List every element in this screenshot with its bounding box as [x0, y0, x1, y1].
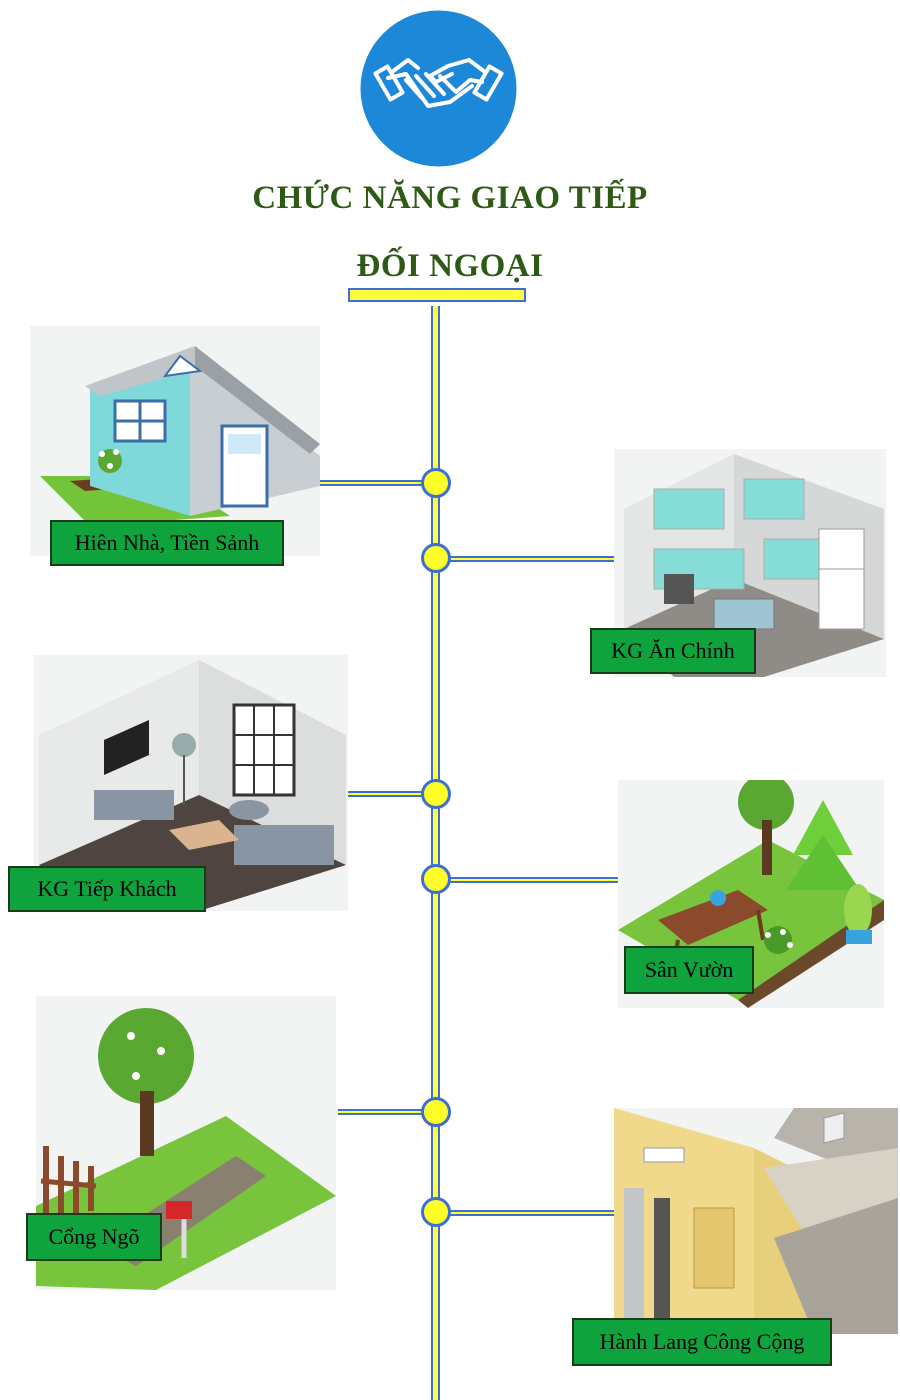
- connector-line-dining: [436, 556, 614, 562]
- corridor-card: [614, 1108, 898, 1334]
- porch-card: [30, 326, 320, 556]
- timeline-node: [421, 1097, 451, 1127]
- connector-line-garden: [436, 877, 618, 883]
- central-spine: [431, 306, 440, 1400]
- connector-line-corridor: [436, 1210, 614, 1216]
- connector-line-gate: [338, 1109, 436, 1115]
- timeline-node: [421, 543, 451, 573]
- timeline-node: [421, 468, 451, 498]
- timeline-node: [421, 1197, 451, 1227]
- handshake-badge: [360, 10, 517, 167]
- corridor-illustration: [614, 1108, 898, 1334]
- diagram-title-line1: CHỨC NĂNG GIAO TIẾP: [252, 180, 648, 216]
- label-dining: KG Ăn Chính: [590, 628, 756, 674]
- label-gate: Cổng Ngõ: [26, 1213, 162, 1261]
- timeline-node: [421, 864, 451, 894]
- connector-line-living: [348, 791, 436, 797]
- handshake-icon: [360, 10, 517, 167]
- label-living: KG Tiếp Khách: [8, 866, 206, 912]
- label-garden: Sân Vườn: [624, 946, 754, 994]
- connector-line-porch: [320, 480, 436, 486]
- diagram-title-line2: ĐỐI NGOẠI: [356, 248, 544, 284]
- label-porch: Hiên Nhà, Tiền Sảnh: [50, 520, 284, 566]
- label-corridor: Hành Lang Công Cộng: [572, 1318, 832, 1366]
- title-underline-bar: [348, 288, 526, 302]
- timeline-node: [421, 779, 451, 809]
- house-illustration: [40, 346, 320, 526]
